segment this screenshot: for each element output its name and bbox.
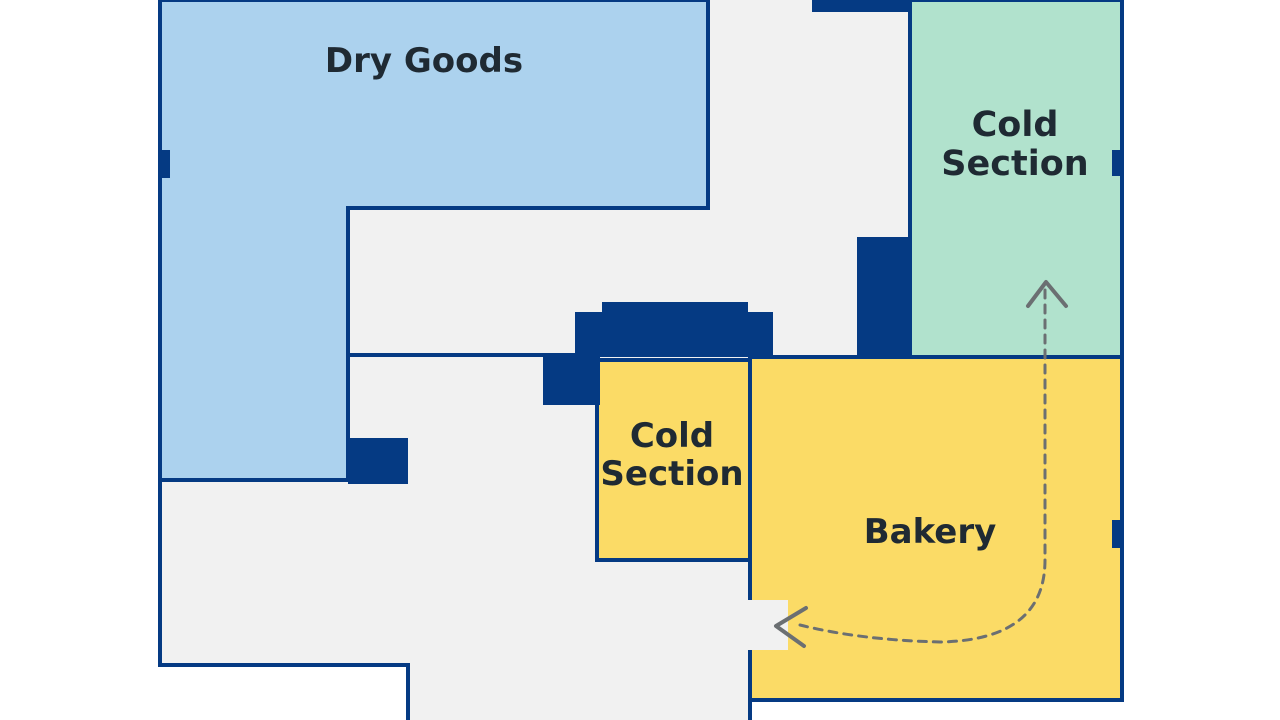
pillar-left xyxy=(348,438,408,484)
door-marker-left xyxy=(160,150,170,178)
bakery-doorway xyxy=(746,600,788,650)
pillar-right xyxy=(857,237,910,357)
dry-goods-label: Dry Goods xyxy=(325,41,523,81)
bakery-label: Bakery xyxy=(864,512,997,552)
walls xyxy=(158,0,1124,720)
route-dashed-line xyxy=(798,288,1047,644)
cold-section-center-label-line1: Cold xyxy=(630,416,714,456)
cold-section-right-label-line2: Section xyxy=(941,144,1088,184)
door-marker-right-top xyxy=(1112,150,1122,176)
center-fixture-block xyxy=(543,302,773,405)
cold-section-right-label-line1: Cold xyxy=(972,105,1059,145)
route-path xyxy=(774,280,1068,648)
chevron-left-icon xyxy=(774,606,808,648)
top-wall-block xyxy=(812,0,910,12)
cold-section-center-label-line2: Section xyxy=(600,454,743,494)
wall-outer-right xyxy=(750,0,1124,702)
chevron-up-icon xyxy=(1026,280,1068,308)
wall-blocks xyxy=(160,0,1122,548)
wall-outer-left xyxy=(158,0,410,720)
door-marker-right-bottom xyxy=(1112,520,1122,548)
